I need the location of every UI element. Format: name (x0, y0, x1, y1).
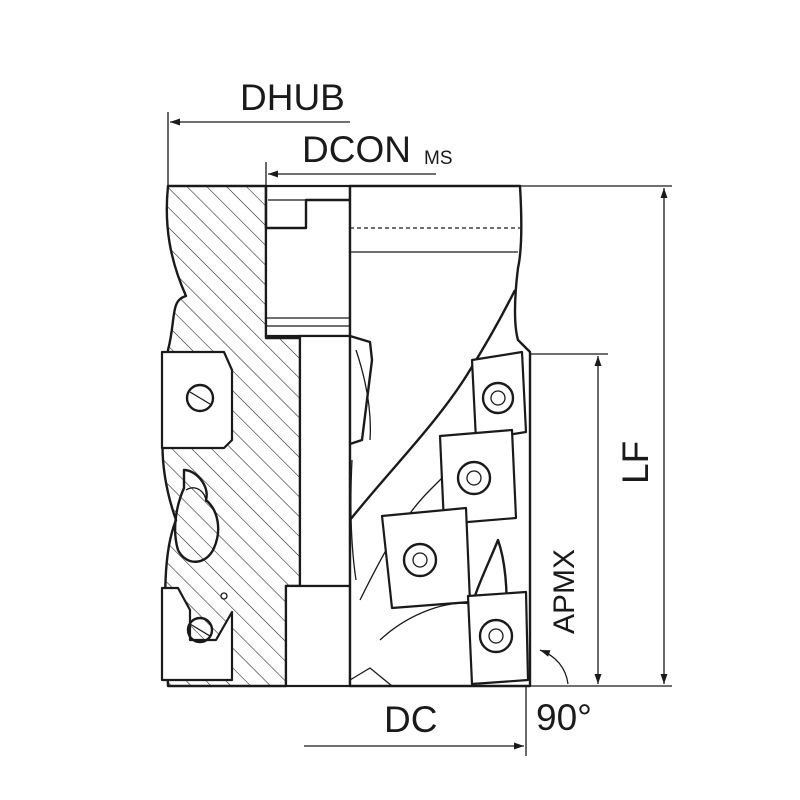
insert-upper-pocket (349, 334, 374, 446)
insert-4 (466, 590, 530, 686)
insert-1 (470, 350, 528, 442)
extension-lines (167, 112, 672, 756)
label-dcon: DCON (302, 129, 411, 170)
label-angle: 90° (536, 697, 592, 738)
left-insert-top (160, 350, 234, 450)
central-bore (264, 184, 352, 688)
left-insert-bottom (160, 586, 234, 682)
label-dhub: DHUB (240, 77, 345, 118)
insert-2 (438, 428, 518, 526)
left-chip-pocket (173, 468, 220, 563)
label-lf: LF (615, 441, 656, 484)
label-dcon-subscript: MS (424, 148, 453, 169)
label-apmx: APMX (548, 549, 581, 634)
insert-3 (380, 506, 472, 610)
dimension-angle (539, 649, 569, 685)
label-dc: DC (384, 699, 437, 740)
